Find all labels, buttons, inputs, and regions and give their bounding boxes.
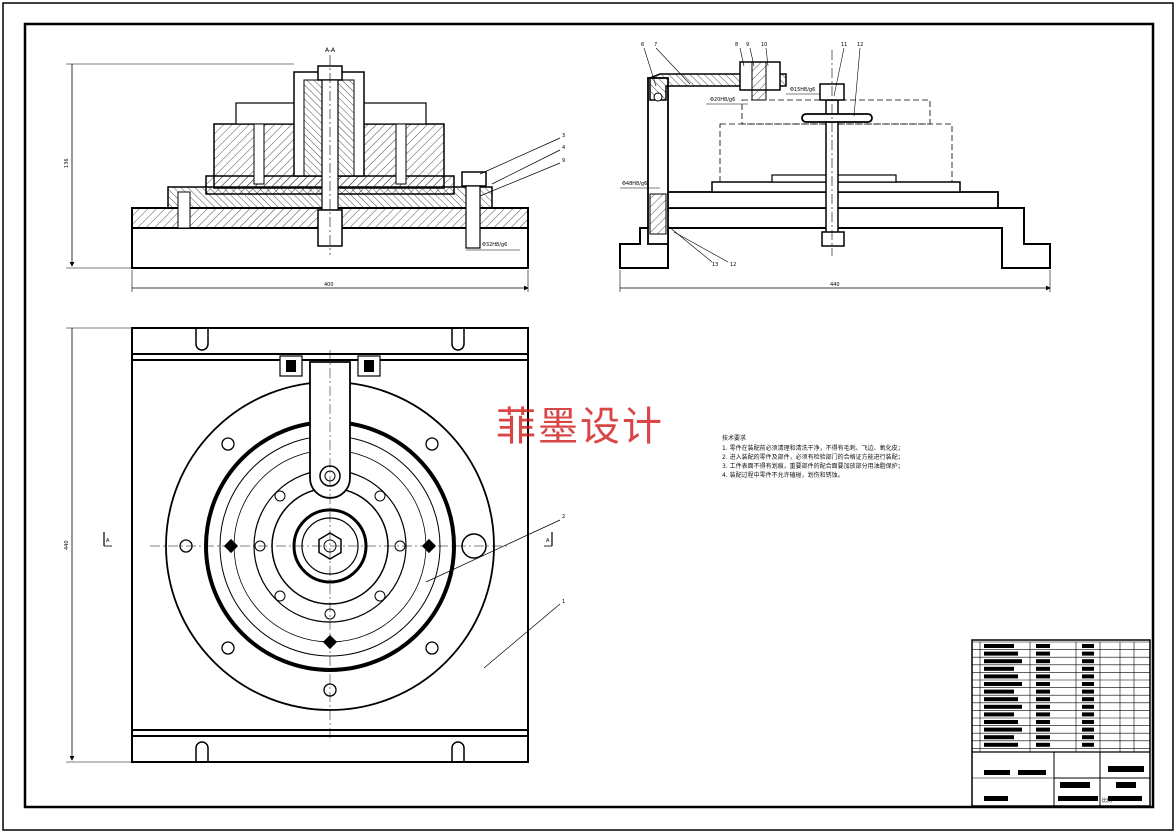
parts-list-cell <box>984 651 1018 656</box>
parts-list-cell <box>1036 697 1050 702</box>
front-width-dim: 400 <box>324 282 334 288</box>
side-view: 440 Φ20H8/g6 Φ15H8/g6 Φ48H8/g6 6 7 8 9 1… <box>619 42 1051 292</box>
parts-list <box>972 641 1150 752</box>
view-marker-right: A <box>546 538 550 544</box>
parts-list-cell <box>1082 704 1094 709</box>
parts-list-cell <box>1036 735 1050 740</box>
tech-req-item: 1. 零件在装配前必须清理和清洗干净，不得有毛刺、飞边、氧化皮； <box>722 444 904 452</box>
section-label: A-A <box>325 47 336 54</box>
parts-list-cell <box>984 659 1022 664</box>
balloon-side-8: 8 <box>735 42 738 48</box>
fit-pin-top: Φ20H8/g6 <box>710 97 735 103</box>
parts-list-cell <box>984 689 1014 694</box>
side-width-dim: 440 <box>830 282 840 288</box>
parts-list-cell <box>1036 720 1050 724</box>
balloon-plan-2: 2 <box>562 514 565 520</box>
parts-list-cell <box>984 735 1014 740</box>
parts-list-cell <box>984 742 1018 747</box>
parts-list-cell <box>1082 735 1094 740</box>
parts-list-cell <box>1036 727 1050 732</box>
parts-list-cell <box>984 697 1018 702</box>
parts-list-cell <box>1036 682 1050 686</box>
balloon-side-6: 6 <box>641 42 644 48</box>
parts-list-cell <box>1082 659 1094 664</box>
parts-list-cell <box>1082 720 1094 724</box>
parts-list-cell <box>1036 651 1050 656</box>
tech-req-item: 4. 装配过程中零件不允许磕碰，划伤和锈蚀。 <box>722 471 844 479</box>
front-fit-dim: Φ32H8/g6 <box>482 242 507 248</box>
watermark: 菲墨设计 <box>496 404 664 450</box>
front-section-view: A-A 136 400 Φ32H8/g6 <box>64 47 565 292</box>
balloon-side-13: 13 <box>712 262 718 268</box>
balloon-side-9: 9 <box>746 42 749 48</box>
parts-list-cell <box>1036 644 1050 648</box>
plan-view: 440 A A 2 1 <box>64 327 565 763</box>
balloon-side-12: 12 <box>857 42 863 48</box>
parts-list-cell <box>1082 666 1094 671</box>
parts-list-cell <box>984 666 1014 671</box>
balloon-side-11: 11 <box>841 42 847 48</box>
front-height-dim: 136 <box>64 158 70 168</box>
scale-label: 比例 <box>1102 797 1112 804</box>
parts-list-cell <box>1036 666 1050 671</box>
parts-list-cell <box>984 674 1018 679</box>
parts-list-cell <box>1082 689 1094 694</box>
balloon-side-7: 7 <box>654 42 657 48</box>
parts-list-cell <box>984 704 1022 709</box>
parts-list-cell <box>1082 712 1094 717</box>
parts-list-cell <box>984 712 1014 717</box>
parts-list-cell <box>1082 742 1094 747</box>
tech-req-item: 2. 进入装配的零件及部件，必须有检验部门的合格证方能进行装配； <box>722 453 904 461</box>
balloon-front-1: 3 <box>562 133 565 139</box>
parts-list-cell <box>1082 644 1094 648</box>
parts-list-cell <box>1082 651 1094 656</box>
title-block: 比例 <box>971 639 1151 807</box>
parts-list-cell <box>1036 742 1050 747</box>
tech-req-item: 3. 工件表面不得有划痕，重要部件的配合面要加放部分用油脂保护； <box>722 462 904 470</box>
parts-list-cell <box>1036 659 1050 664</box>
parts-list-cell <box>1036 689 1050 694</box>
plan-height-dim: 440 <box>64 540 70 550</box>
parts-list-cell <box>984 720 1018 724</box>
parts-list-cell <box>1082 727 1094 732</box>
parts-list-cell <box>1036 704 1050 709</box>
balloon-front-3: 9 <box>562 158 565 164</box>
fit-side: Φ48H8/g6 <box>622 181 647 187</box>
balloon-front-2: 4 <box>562 145 565 151</box>
balloon-side-12b: 12 <box>730 262 736 268</box>
parts-list-cell <box>984 727 1022 732</box>
balloon-side-10: 10 <box>761 42 767 48</box>
balloon-plan-1: 1 <box>562 599 565 605</box>
tech-req-title: 技术要求 <box>722 434 746 442</box>
parts-list-cell <box>1036 712 1050 717</box>
parts-list-cell <box>984 682 1022 686</box>
fit-pin-right: Φ15H8/g6 <box>790 87 815 93</box>
technical-requirements: 技术要求 1. 零件在装配前必须清理和清洗干净，不得有毛刺、飞边、氧化皮； 2.… <box>722 434 904 479</box>
view-marker-left: A <box>106 538 110 544</box>
parts-list-cell <box>1082 682 1094 686</box>
parts-list-cell <box>984 644 1014 648</box>
parts-list-cell <box>1036 674 1050 679</box>
parts-list-cell <box>1082 674 1094 679</box>
parts-list-cell <box>1082 697 1094 702</box>
